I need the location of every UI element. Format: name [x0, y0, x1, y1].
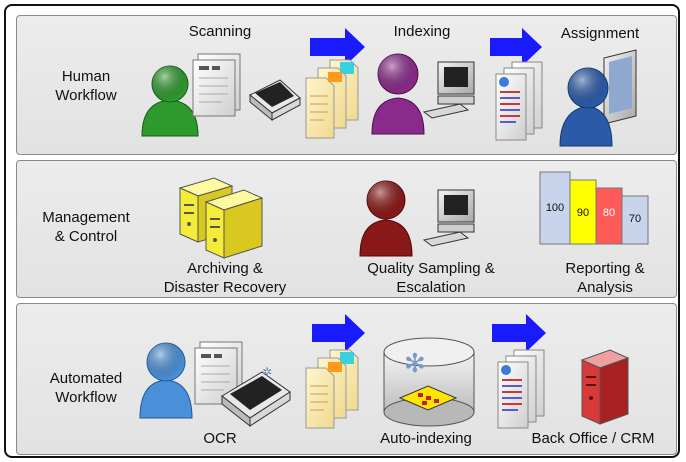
scanner-icon-ocr: ✲: [221, 365, 291, 428]
person-icon-indexing: [371, 53, 425, 135]
stage-quality-sampling-label: Quality Sampling & Escalation: [367, 260, 495, 296]
server-icon-archiving: [178, 177, 264, 259]
stage-scanning-label: Scanning: [188, 23, 252, 40]
scanner-icon: [249, 79, 301, 122]
row-label-human-workflow: Human Workflow: [55, 68, 117, 104]
bar-label-1: 100: [545, 202, 565, 214]
row-label-management-control: Management & Control: [42, 209, 130, 245]
document-stack-icon-auto: [305, 349, 359, 429]
arrow-icon-4: [492, 314, 546, 352]
report-stack-icon-back-office: [497, 349, 545, 429]
computer-icon-quality: [422, 189, 475, 247]
person-icon-ocr: [139, 342, 193, 419]
stage-ocr-label: OCR: [203, 430, 237, 447]
stage-auto-indexing-label: Auto-indexing: [380, 430, 472, 447]
stage-back-office-label: Back Office / CRM: [531, 430, 655, 447]
server-icon-crm: [580, 349, 630, 425]
stage-reporting-label: Reporting & Analysis: [565, 260, 645, 296]
processing-engine-icon: ✻: [383, 337, 475, 427]
report-bar-chart: [539, 171, 649, 245]
stage-indexing-label: Indexing: [393, 23, 451, 40]
person-at-monitor-icon: [559, 49, 637, 147]
stage-archiving-label: Archiving & Disaster Recovery: [163, 260, 287, 296]
row-label-automated-workflow: Automated Workflow: [49, 370, 123, 406]
arrow-icon-2: [490, 28, 542, 66]
svg-text:✻: ✻: [404, 349, 426, 379]
bar-label-3: 80: [602, 207, 616, 219]
svg-text:✲: ✲: [262, 365, 272, 379]
person-icon-quality: [359, 180, 413, 257]
bar-label-2: 90: [576, 207, 590, 219]
paper-icon-scanning: [192, 53, 241, 117]
document-stack-icon-indexing: [305, 59, 359, 139]
report-stack-icon: [495, 61, 543, 141]
arrow-icon-3: [312, 314, 365, 352]
bar-label-4: 70: [628, 213, 642, 225]
computer-icon-indexing: [422, 61, 475, 119]
person-icon-scanning: [141, 65, 199, 137]
arrow-icon-1: [310, 28, 365, 66]
stage-assignment-label: Assignment: [560, 25, 640, 42]
